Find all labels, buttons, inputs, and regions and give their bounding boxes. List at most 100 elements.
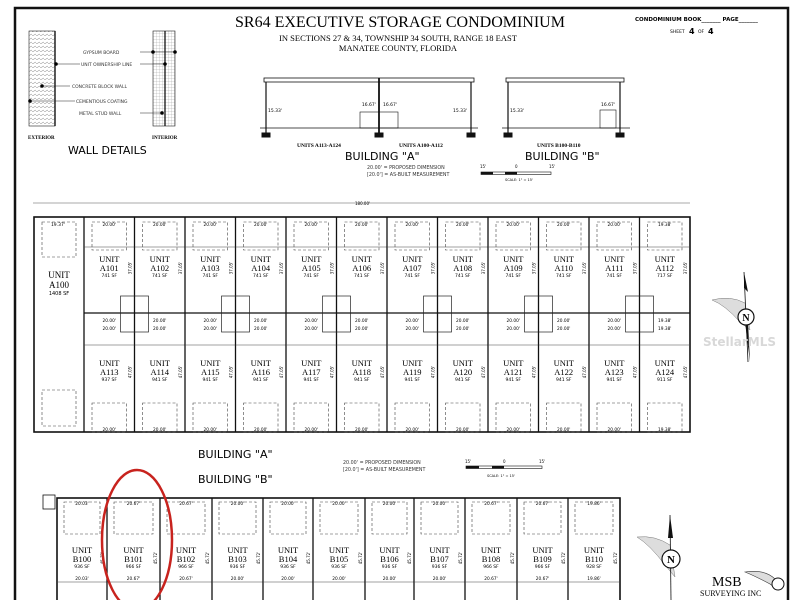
unit-width-dim: 20.00' [608, 326, 621, 332]
unit-width-dim: 20.00' [456, 222, 469, 228]
parking-outline [293, 221, 329, 251]
unit-area: 928 SF [586, 564, 602, 570]
unit-area: 936 SF [280, 564, 296, 570]
unit-width-dim: 20.00' [204, 222, 217, 228]
unit-area: 936 SF [432, 564, 448, 570]
unit-width-dim: 20.00' [103, 326, 116, 332]
unit-area: 717 SF [657, 273, 673, 279]
unit-width-dim: 20.00' [608, 427, 621, 433]
dim-a-mid1: 16.67' [362, 102, 376, 108]
of-label: OF [698, 29, 705, 35]
parking-outline [445, 221, 481, 251]
unit-area: 741 SF [354, 273, 370, 279]
unit-width-dim: 20.00' [153, 427, 166, 433]
interior-wall-section [152, 30, 176, 127]
unit-id: A123 [605, 367, 624, 377]
unit-width-dim: 20.00' [254, 326, 267, 332]
unit-word: UNIT [251, 358, 272, 368]
firm-sub: SURVEYING INC [700, 589, 761, 598]
unit-width-dim: 19.86' [587, 501, 600, 507]
unit-area: 941 SF [556, 377, 572, 383]
unit-id: A118 [352, 367, 371, 377]
unit-area: 936 SF [230, 564, 246, 570]
legend-proposed-2: 20.00' = PROPOSED DIMENSION [343, 460, 421, 466]
unit-depth-dim: 45.72' [407, 552, 412, 565]
unit-depth-dim: 47.05' [431, 366, 436, 379]
unit-word: UNIT [655, 358, 676, 368]
unit-a100[interactable]: 19.37' UNIT A100 1408 SF [41, 221, 77, 427]
section-building-a-title: BUILDING "A" [345, 150, 420, 163]
scale-bar-2: 15' 0 15' SCALE: 1" = 15' [465, 459, 545, 478]
sheet-number: SHEET 4 OF 4 [670, 27, 714, 36]
building-a-overall-dim: 180.00' [355, 201, 370, 206]
unit-width-dim: 20.00' [433, 576, 446, 582]
watermark: StellarMLS [703, 335, 776, 349]
parking-outline [192, 221, 228, 251]
unit-id: B107 [430, 554, 448, 564]
unit-area: 941 SF [455, 377, 471, 383]
unit-width-dim: 20.00' [608, 222, 621, 228]
parking-outline [420, 501, 459, 535]
unit-width-dim: 20.00' [281, 576, 294, 582]
unit-area: 941 SF [253, 377, 269, 383]
unit-id: A103 [201, 263, 220, 273]
unit-id: A119 [403, 367, 422, 377]
unit-width-dim: 20.00' [153, 222, 166, 228]
units-a113-a124-label: UNITS A113-A124 [297, 143, 341, 149]
label-interior: INTERIOR [152, 136, 178, 141]
unit-area: 941 SF [354, 377, 370, 383]
unit-area: 936 SF [331, 564, 347, 570]
unit-width-dim: 20.00' [204, 318, 217, 324]
unit-width-dim: 20.00' [406, 427, 419, 433]
unit-word: UNIT [402, 358, 423, 368]
unit-id: A110 [554, 263, 573, 273]
parking-outline [596, 221, 632, 251]
unit-depth-dim: 37.05' [481, 262, 486, 275]
unit-depth-dim: 37.05' [683, 262, 688, 275]
parking-outline [192, 402, 228, 433]
unit-width-dim: 20.00' [355, 318, 368, 324]
parking-outline [91, 402, 127, 433]
unit-width-dim: 20.67' [179, 576, 192, 582]
dim-a-mid2: 16.67' [383, 102, 397, 108]
unit-width-dim: 20.00' [355, 326, 368, 332]
unit-area: 966 SF [126, 564, 142, 570]
unit-area: 941 SF [203, 377, 219, 383]
unit-area: 741 SF [152, 273, 168, 279]
